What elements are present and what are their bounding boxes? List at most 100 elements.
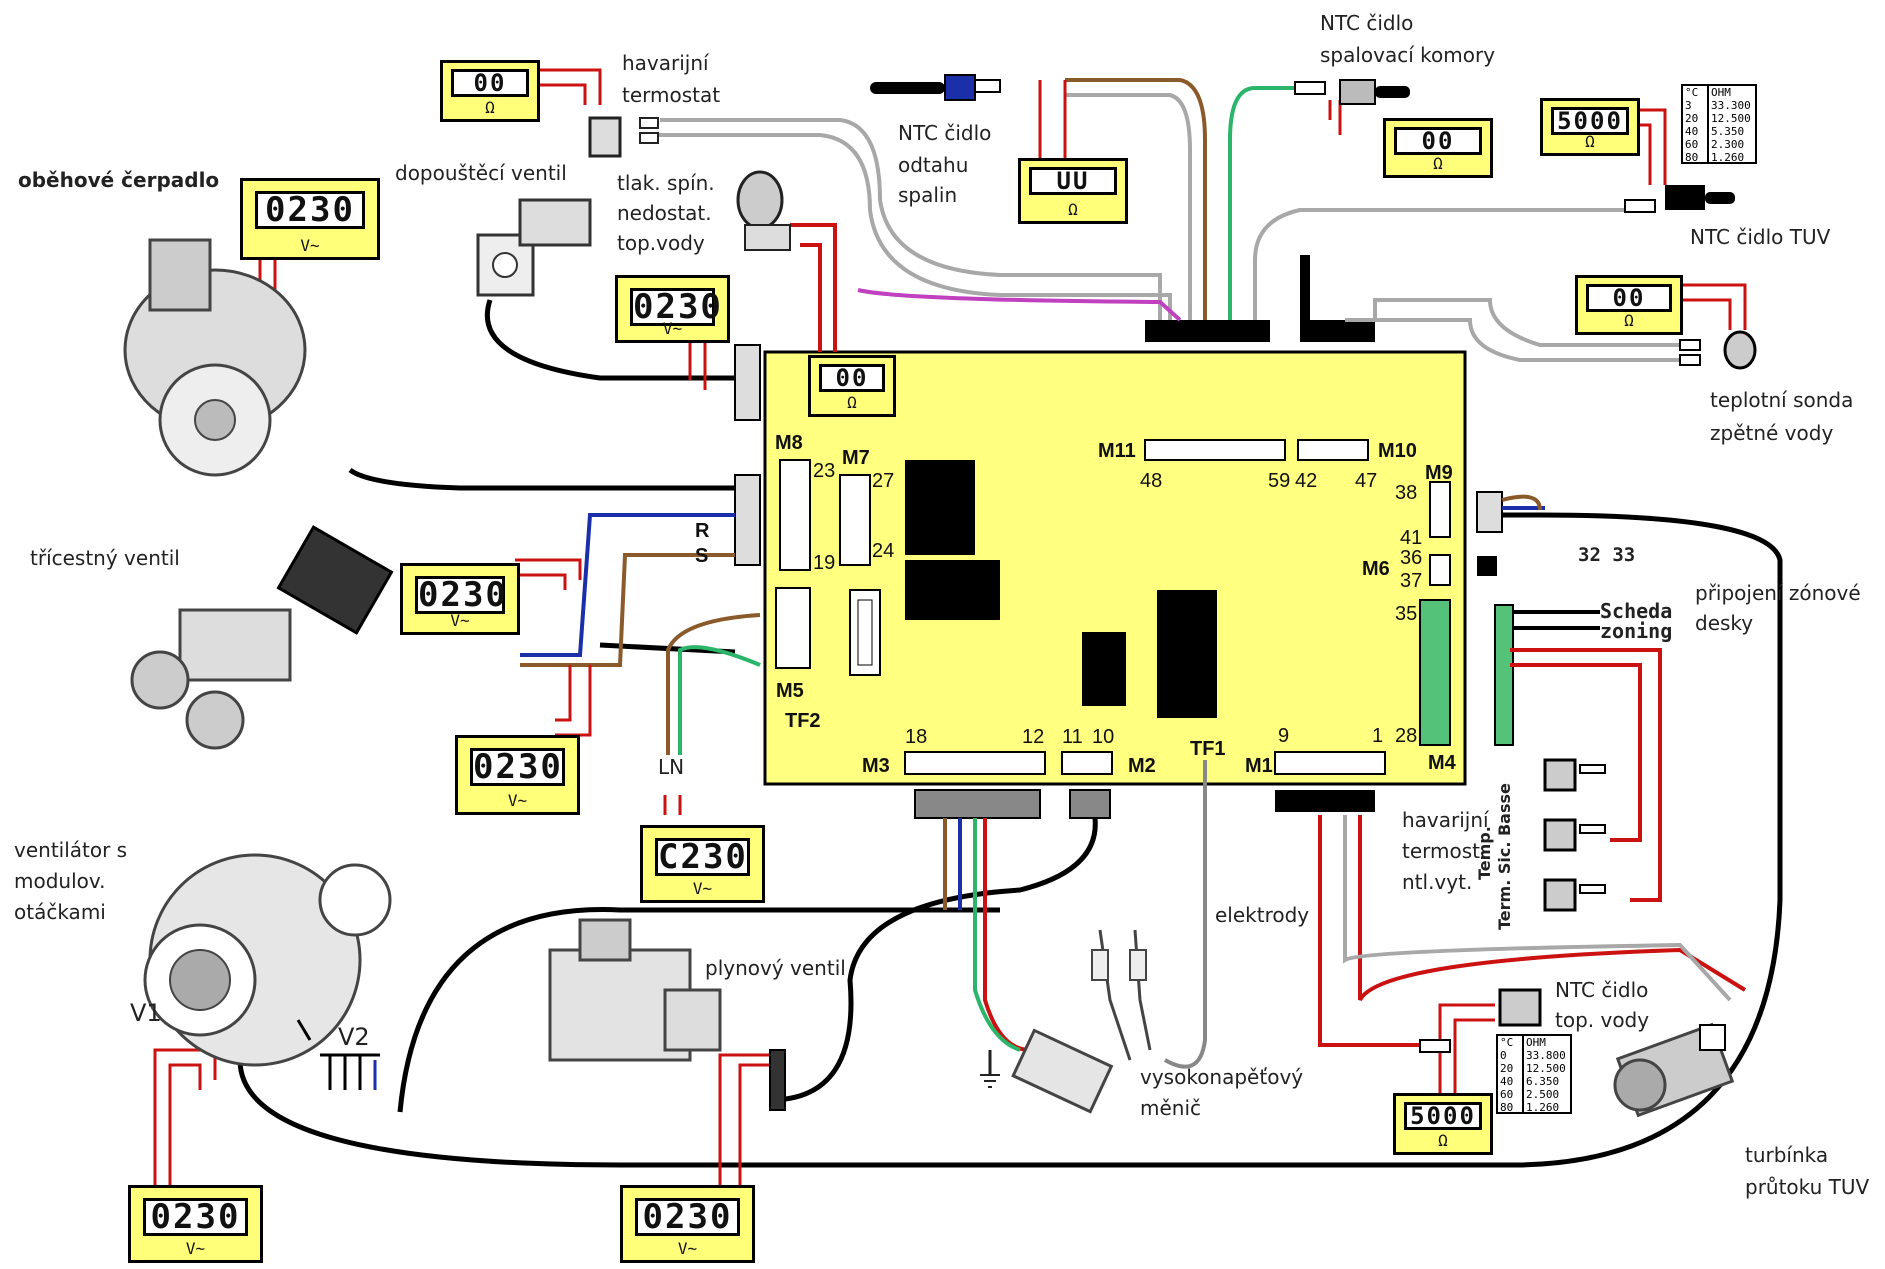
meter-display: C230	[655, 838, 750, 876]
label-fan-1: ventilátor s	[14, 838, 128, 862]
connector-m10	[1297, 439, 1369, 461]
wire-tf1	[1164, 760, 1207, 1069]
relay-block	[905, 560, 1000, 620]
label-v1: V1	[130, 999, 162, 1027]
gas-valve-icon	[548, 918, 786, 1111]
label-ln: LN	[658, 755, 685, 779]
connector-m4	[1419, 599, 1451, 746]
relay-block	[1157, 590, 1217, 718]
ohm-table-cell: 2.300	[1711, 138, 1744, 151]
pin-18: 18	[905, 726, 928, 748]
label-zone-2: desky	[1695, 611, 1754, 635]
pump-icon	[123, 238, 307, 477]
meter-display: 0230	[415, 576, 506, 614]
meter-display: 5000	[1551, 107, 1629, 135]
meter-display: 00	[451, 69, 529, 97]
electrodes-icon	[1091, 929, 1152, 1061]
label-emerg-low-3: ntl.vyt.	[1402, 870, 1473, 894]
wire-m9-brown	[1501, 494, 1542, 511]
label-three-way: třícestný ventil	[30, 546, 180, 570]
wire-pressure-switch	[660, 118, 1162, 320]
meter-gas-valve: 0230 V~	[620, 1185, 755, 1263]
label-pin-32-33: 32 33	[1578, 540, 1635, 570]
meter-return-probe: 00 Ω	[1575, 275, 1683, 335]
pin-19: 19	[813, 552, 836, 574]
label-pressure-switch-3: top.vody	[617, 231, 705, 255]
ohm-table-cell: 40	[1500, 1075, 1513, 1088]
meter-ntc-dhw: 5000 Ω	[1540, 98, 1640, 156]
wire-return-probe	[1373, 298, 1680, 347]
wire-ntc-dhw	[1253, 208, 1625, 320]
meter-emerg-thermostat: 00 Ω	[440, 60, 540, 122]
ohm-table-frame	[1681, 84, 1757, 164]
wire-return-probe-2	[1345, 318, 1680, 362]
pin-23: 23	[813, 460, 836, 482]
label-turbine-1: turbínka	[1745, 1143, 1829, 1167]
label-v2: V2	[338, 1023, 370, 1051]
meter-display: 0230	[630, 288, 721, 326]
conn-m4: M4	[1428, 752, 1456, 774]
ohm-table-cell: 2.500	[1526, 1088, 1559, 1101]
pin-41: 41	[1400, 527, 1423, 549]
meter-ntc-chamber: 00 Ω	[1383, 118, 1493, 178]
ntc-chamber-icon	[1294, 79, 1410, 105]
pin-28: 28	[1395, 725, 1418, 747]
label-emerg-thermostat-2: termostat	[622, 83, 721, 107]
meter-display: 00	[1394, 127, 1482, 155]
label-fan-3: otáčkami	[14, 900, 106, 924]
label-pump: oběhové čerpadlo	[18, 168, 220, 192]
meter-unit: Ω	[1433, 154, 1443, 173]
label-return-probe-2: zpětné vody	[1710, 421, 1834, 445]
wire-m3-green	[973, 818, 1021, 1052]
label-ntc-heating-1: NTC čidlo	[1555, 978, 1649, 1002]
meter-display: UU	[1029, 167, 1117, 195]
label-ntc-chamber-2: spalovací komory	[1320, 43, 1496, 67]
meter-unit: Ω	[1585, 132, 1595, 151]
wire-magenta	[857, 288, 1182, 322]
ohm-table-header: °C	[1685, 86, 1698, 99]
connector-m9	[1429, 481, 1451, 538]
connector-m8	[779, 459, 811, 571]
label-emerg-low-2: termost.	[1402, 839, 1487, 863]
conn-m3: M3	[862, 755, 890, 777]
turbine-icon	[1613, 1022, 1735, 1118]
wire-zone-red	[1510, 648, 1662, 902]
conn-m6: M6	[1362, 558, 1390, 580]
meter-ntc-heating: 5000 Ω	[1393, 1093, 1493, 1155]
ntc-flue-icon	[870, 74, 1001, 101]
wire-pressure-red-2	[800, 243, 822, 352]
pin-11: 11	[1062, 726, 1083, 748]
meter-pressure-switch: 00 Ω	[808, 355, 896, 417]
meter-unit: V~	[677, 1239, 698, 1258]
label-turbine-2: průtoku TUV	[1745, 1175, 1870, 1199]
wire-turbine-red	[1358, 815, 1747, 1002]
meter-filling-valve: 0230 V~	[615, 275, 730, 343]
wire-zone-red-2	[1510, 663, 1642, 842]
label-ntc-chamber-1: NTC čidlo	[1320, 11, 1414, 35]
pin-36: 36	[1400, 547, 1423, 569]
label-hv-2: měnič	[1140, 1096, 1202, 1120]
pin-42: 42	[1295, 470, 1318, 492]
label-hv-1: vysokonapěťový	[1140, 1065, 1304, 1089]
pin-32: 32	[1578, 544, 1601, 566]
wire-r-blue	[520, 513, 735, 657]
meter-unit: Ω	[1438, 1131, 1448, 1150]
return-probe-icon	[1679, 330, 1757, 370]
label-term-vertical: Term. Sic. Basse	[1495, 783, 1514, 930]
label-ntc-flue-2: odtahu	[898, 153, 969, 177]
label-ntc-heating-2: top. vody	[1555, 1008, 1650, 1032]
label-emerg-low-1: havarijní	[1402, 808, 1489, 832]
meter-display: 00	[1586, 284, 1672, 312]
meter-unit: V~	[450, 611, 470, 630]
label-ntc-flue-1: NTC čidlo	[898, 121, 992, 145]
ohm-table-cell: 33.300	[1711, 99, 1751, 112]
ohm-table-cell: 3	[1685, 99, 1692, 112]
ohm-table-cell: 1.260	[1711, 151, 1744, 164]
connector-m2	[1061, 751, 1113, 775]
wire-supply-brown	[666, 613, 761, 755]
wire-ntc-heating	[1318, 815, 1420, 1047]
connector-m11	[1144, 439, 1286, 461]
zoning-terminal	[1494, 604, 1514, 746]
